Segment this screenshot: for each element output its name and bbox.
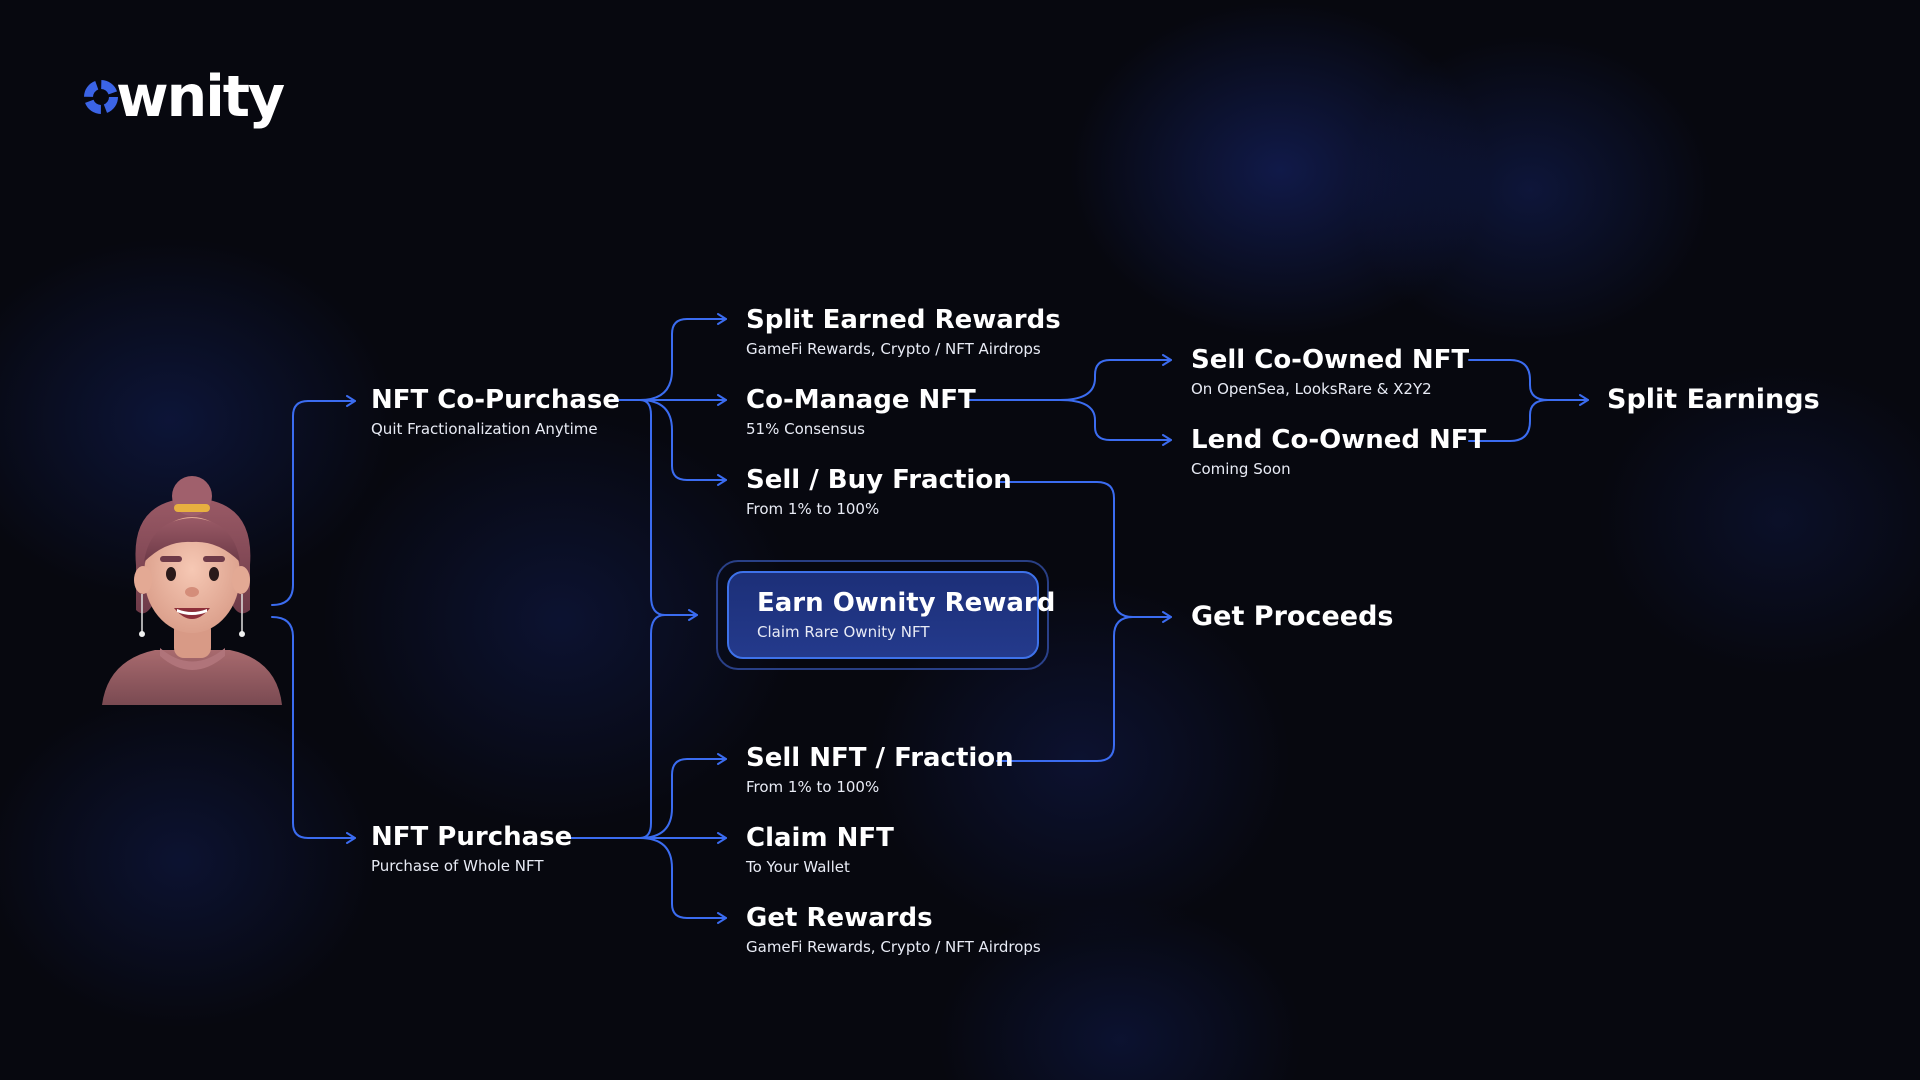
node-get-proceeds: Get Proceeds [1191,601,1393,633]
node-subtitle: From 1% to 100% [746,500,880,518]
node-subtitle: From 1% to 100% [746,778,880,796]
node-subtitle: 51% Consensus [746,420,865,438]
node-title: Split Earned Rewards [746,305,1061,335]
node-title: NFT Purchase [371,822,573,852]
reward-highlight-frame [716,560,1049,670]
user-avatar-icon [100,470,285,709]
node-split-earnings: Split Earnings [1607,384,1820,416]
node-sell-co-owned-nft: Sell Co-Owned NFT On OpenSea, LooksRare … [1191,344,1469,400]
connector-sell-nft-to-proceeds [996,616,1134,762]
node-title: Sell NFT / Fraction [746,743,1014,773]
node-subtitle: Purchase of Whole NFT [371,857,544,875]
connector-co-purchase-to-split-rewards [611,313,727,401]
connector-avatar-to-co-purchase [271,395,356,606]
node-subtitle: Quit Fractionalization Anytime [371,420,598,438]
node-sell-buy-fraction: Sell / Buy Fraction From 1% to 100% [746,464,1012,520]
node-get-rewards: Get Rewards GameFi Rewards, Crypto / NFT… [746,902,1041,958]
node-title: Claim NFT [746,823,894,853]
connector-co-purchase-to-sell-buy [639,399,727,486]
connector-sell-co-owned-to-split-earnings [1468,359,1589,406]
connector-purchase-to-get-rewards [639,837,727,924]
node-subtitle: Claim Rare Ownity NFT [757,623,930,641]
node-earn-ownity-reward: Earn Ownity Reward Claim Rare Ownity NFT [727,571,1056,659]
node-subtitle: GameFi Rewards, Crypto / NFT Airdrops [746,938,1041,956]
node-title: Lend Co-Owned NFT [1191,425,1487,455]
node-subtitle: Coming Soon [1191,460,1291,478]
node-title: Get Proceeds [1191,601,1394,632]
node-subtitle: GameFi Rewards, Crypto / NFT Airdrops [746,340,1041,358]
node-title: Co-Manage NFT [746,385,976,415]
connector-avatar-to-purchase [271,616,356,844]
node-title: Get Rewards [746,903,933,933]
node-co-manage-nft: Co-Manage NFT 51% Consensus [746,384,976,440]
connector-co-purchase-to-reward [639,399,698,621]
node-nft-co-purchase: NFT Co-Purchase Quit Fractionalization A… [371,384,620,440]
ownity-ring-logo-icon [84,80,118,114]
brand-wordmark: wnity [116,64,285,130]
connector-co-manage-to-lend-co-owned [1059,399,1172,446]
node-title: NFT Co-Purchase [371,385,621,415]
brand-logo: wnity [82,62,285,132]
node-nft-purchase: NFT Purchase Purchase of Whole NFT [371,821,572,877]
connector-purchase-to-sell-nft [567,753,727,839]
node-title: Sell / Buy Fraction [746,465,1012,495]
connector-co-manage-to-sell-co-owned [965,354,1172,401]
connector-purchase-to-reward [639,614,666,839]
node-subtitle: On OpenSea, LooksRare & X2Y2 [1191,380,1432,398]
node-split-earned-rewards: Split Earned Rewards GameFi Rewards, Cry… [746,304,1061,360]
node-title: Split Earnings [1607,384,1820,415]
node-title: Sell Co-Owned NFT [1191,345,1470,375]
connector-sell-buy-to-proceeds [996,481,1172,623]
node-title: Earn Ownity Reward [757,588,1056,618]
connector-lend-co-owned-to-split-earnings [1468,399,1549,442]
node-claim-nft: Claim NFT To Your Wallet [746,822,894,878]
node-lend-co-owned-nft: Lend Co-Owned NFT Coming Soon [1191,424,1486,480]
node-sell-nft-fraction: Sell NFT / Fraction From 1% to 100% [746,742,1014,798]
node-subtitle: To Your Wallet [746,858,850,876]
